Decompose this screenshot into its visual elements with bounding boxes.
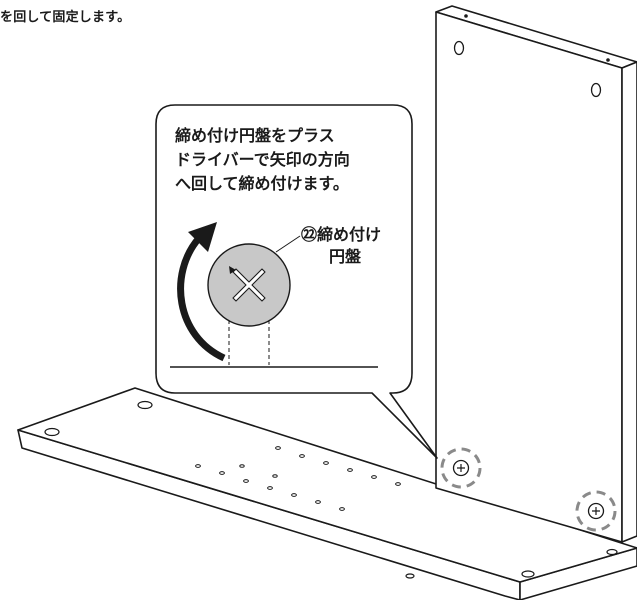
- peg-hole: [323, 461, 329, 465]
- cross-slot-icon: [457, 464, 465, 472]
- peg-hole: [291, 493, 297, 497]
- peg-hole: [299, 454, 305, 458]
- base-board-peg-holes: [195, 446, 401, 511]
- callout-bubble: [155, 104, 438, 459]
- hole-right-mid: [606, 548, 618, 556]
- hole-left-front: [44, 427, 60, 437]
- peg-hole: [219, 471, 225, 475]
- part-number: ㉒: [301, 225, 318, 244]
- part-name-line-1: 締め付け: [317, 225, 382, 244]
- side-panel-side-edge: [621, 61, 637, 543]
- side-panel-top-holes: [464, 14, 610, 62]
- rotate-arrow-head: [188, 222, 217, 252]
- base-board-holes: [44, 400, 618, 579]
- panel-hole-upper-right: [590, 82, 602, 98]
- screw-left: [440, 447, 482, 489]
- callout-line-2: ドライバーで矢印の方向: [175, 150, 350, 169]
- peg-hole: [315, 500, 321, 504]
- instruction-caption: を回して固定します。: [0, 10, 131, 25]
- peg-hole: [267, 486, 273, 490]
- label-leader-line: [275, 235, 301, 253]
- callout-line-3: へ回して締め付けます。: [175, 174, 349, 193]
- callout-text: 締め付け円盤をプラス ドライバーで矢印の方向 へ回して締め付けます。: [175, 124, 350, 196]
- peg-hole: [239, 464, 245, 468]
- peg-hole: [347, 468, 353, 472]
- peg-hole: [339, 507, 345, 511]
- callout-inset: [170, 222, 378, 368]
- hole-right-front: [521, 570, 535, 578]
- hole-front-edge: [405, 573, 415, 579]
- panel-hole-upper-left: [453, 40, 465, 56]
- side-panel-holes: [453, 40, 602, 98]
- part-label: ㉒締め付け 円盤: [301, 224, 381, 268]
- rotate-arrow-icon: [177, 235, 226, 362]
- peg-hole: [395, 482, 401, 486]
- hole-left-back: [137, 400, 153, 410]
- part-name-line-2: 円盤: [329, 247, 362, 266]
- base-board: [17, 387, 637, 600]
- part-label-line-1: ㉒締め付け: [301, 224, 381, 246]
- cross-slot-icon: [592, 507, 600, 515]
- side-panel: [435, 5, 637, 543]
- direction-marker-icon: [229, 266, 236, 274]
- peg-hole: [272, 474, 278, 478]
- dashed-highlight-circle: [575, 490, 617, 532]
- dashed-highlight-circle: [440, 447, 482, 489]
- screw-right: [575, 490, 617, 532]
- peg-hole: [243, 479, 249, 483]
- top-edge-hole: [606, 58, 610, 62]
- peg-hole: [275, 446, 281, 450]
- callout-line-1: 締め付け円盤をプラス: [175, 126, 335, 145]
- peg-hole: [195, 464, 201, 468]
- cross-slot-icon: [232, 268, 266, 302]
- peg-hole: [371, 475, 377, 479]
- top-edge-hole: [464, 14, 468, 18]
- base-board-top-face: [17, 387, 637, 583]
